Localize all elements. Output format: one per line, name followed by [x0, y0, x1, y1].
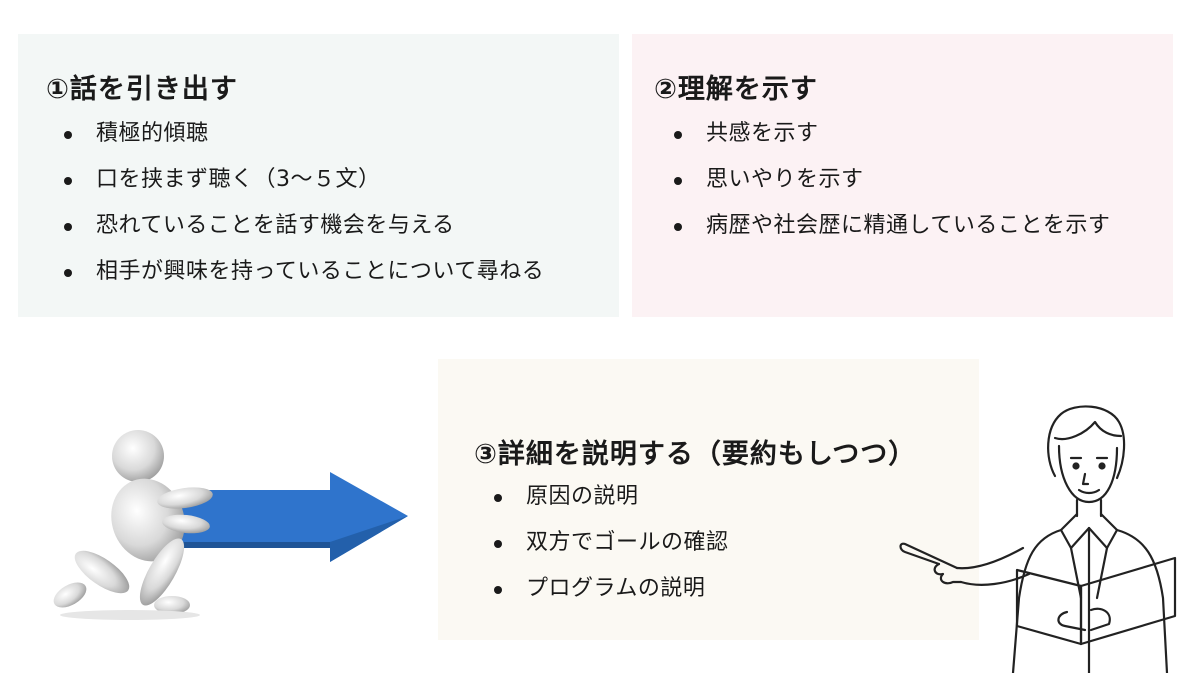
- panel-2-title: ②理解を示す: [654, 74, 818, 105]
- panel-3-list: 原因の説明 双方でゴールの確認 プログラムの説明: [494, 481, 729, 619]
- list-item: 病歴や社会歴に精通していることを示す: [674, 210, 1110, 256]
- man-head-icon: [1047, 405, 1126, 518]
- man-body-icon: [1011, 512, 1169, 673]
- pointing-arm-icon: [899, 542, 1031, 586]
- list-item: プログラムの説明: [494, 573, 729, 619]
- list-item: 積極的傾聴: [64, 118, 544, 164]
- list-item: 原因の説明: [494, 481, 729, 527]
- panel-draw-out-talk: ①話を引き出す 積極的傾聴 口を挟まず聴く（3〜５文） 恐れていることを話す機会…: [18, 34, 619, 317]
- man-pointing-illustration: [899, 405, 1177, 673]
- list-item: 思いやりを示す: [674, 164, 1110, 210]
- list-item: 双方でゴールの確認: [494, 527, 729, 573]
- panel-explain-details: ③詳細を説明する（要約もしつつ） 原因の説明 双方でゴールの確認 プログラムの説…: [438, 359, 979, 640]
- figure-pushing-arrow-illustration: [53, 430, 408, 620]
- list-item: 恐れていることを話す機会を与える: [64, 210, 544, 256]
- panel-2-list: 共感を示す 思いやりを示す 病歴や社会歴に精通していることを示す: [674, 118, 1110, 256]
- list-item: 相手が興味を持っていることについて尋ねる: [64, 256, 544, 302]
- panel-show-understanding: ②理解を示す 共感を示す 思いやりを示す 病歴や社会歴に精通していることを示す: [632, 34, 1173, 317]
- panel-1-list: 積極的傾聴 口を挟まず聴く（3〜５文） 恐れていることを話す機会を与える 相手が…: [64, 118, 544, 302]
- folder-icon: [1015, 556, 1177, 646]
- list-item: 共感を示す: [674, 118, 1110, 164]
- white-figure-icon: [53, 430, 213, 614]
- panel-1-title: ①話を引き出す: [46, 74, 238, 105]
- blue-arrow-icon: [182, 472, 408, 562]
- panel-3-title: ③詳細を説明する（要約もしつつ）: [474, 439, 917, 470]
- list-item: 口を挟まず聴く（3〜５文）: [64, 164, 544, 210]
